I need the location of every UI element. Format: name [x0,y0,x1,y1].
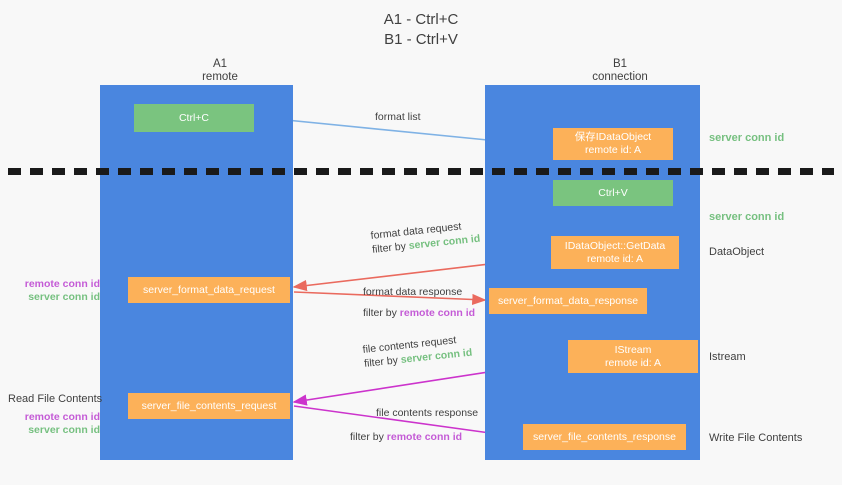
node-ctrl-v-label: Ctrl+V [598,186,628,199]
node-ctrl-c-label: Ctrl+C [178,111,210,124]
node-server-file-contents-request-label: server_file_contents_request [141,399,277,412]
label-write-file-contents: Write File Contents [709,432,803,444]
node-istream: IStream remote id: A [568,340,698,373]
label-dataobject: DataObject [709,246,765,258]
node-server-format-data-request-label: server_format_data_request [143,283,275,296]
column-a1-role: remote [202,71,238,83]
label-remote-conn-id: remote conn id [24,278,100,290]
column-header-b1: B1 connection [530,58,710,84]
flow-label-file-contents-response-title: file contents response [376,407,479,419]
filter-prefix: filter by [363,354,402,370]
page-title: A1 - Ctrl+C B1 - Ctrl+V [0,10,842,50]
column-a1-name: A1 [212,58,228,70]
filter-value-remote-conn-id: remote conn id [399,307,476,319]
flow-label-format-list: format list [375,110,421,124]
node-istream-line2: remote id: A [604,356,662,369]
label-istream: Istream [709,351,746,363]
node-server-format-data-request: server_format_data_request [128,277,290,303]
label-server-conn-id-top: server conn id [709,132,785,144]
node-idataobject-getdata: IDataObject::GetData remote id: A [551,236,679,269]
filter-prefix: filter by [350,431,387,443]
node-server-format-data-response: server_format_data_response [489,288,647,314]
node-server-format-data-response-label: server_format_data_response [497,294,639,307]
node-ctrl-v: Ctrl+V [553,180,673,206]
title-line-1: A1 - Ctrl+C [383,11,459,28]
node-save-idataobject-line1: 保存IDataObject [574,131,652,143]
node-save-idataobject: 保存IDataObject remote id: A [553,128,673,160]
arrow-format-data-response [293,291,487,306]
node-getdata-line1: IDataObject::GetData [564,239,666,252]
node-save-idataobject-line2: remote id: A [584,144,642,156]
flow-label-format-list-title: format list [375,111,421,123]
node-istream-line1: IStream [614,343,652,356]
label-conn-ids-file: remote conn id server conn id [8,411,100,437]
label-conn-ids-format: remote conn id server conn id [8,278,100,304]
flow-label-file-contents-response: file contents response filter by remote … [350,406,478,444]
column-b1-role: connection [592,71,648,83]
dashed-separator-line [8,168,834,175]
node-server-file-contents-request: server_file_contents_request [128,393,290,419]
column-header-a1: A1 remote [130,58,310,84]
title-line-2: B1 - Ctrl+V [384,31,458,48]
node-server-file-contents-response: server_file_contents_response [523,424,686,450]
arrow-file-contents-response [293,405,521,441]
flow-label-format-data-response-title: format data response [363,286,463,298]
flow-label-format-data-response-filter: filter by remote conn id [363,306,475,320]
filter-prefix: filter by [371,240,410,256]
filter-value-remote-conn-id: remote conn id [386,431,463,443]
node-ctrl-c: Ctrl+C [134,104,254,132]
flow-label-format-data-response: format data response filter by remote co… [363,285,475,320]
filter-prefix: filter by [363,307,400,319]
flow-label-file-contents-response-filter: filter by remote conn id [350,430,478,444]
label-server-conn-id: server conn id [28,291,100,303]
label-server-conn-id: server conn id [28,424,100,436]
label-read-file-contents: Read File Contents [8,393,103,405]
label-remote-conn-id: remote conn id [24,411,100,423]
node-getdata-line2: remote id: A [586,252,644,265]
label-server-conn-id-mid: server conn id [709,211,785,223]
column-b1-name: B1 [612,58,628,70]
node-server-file-contents-response-label: server_file_contents_response [532,430,676,443]
